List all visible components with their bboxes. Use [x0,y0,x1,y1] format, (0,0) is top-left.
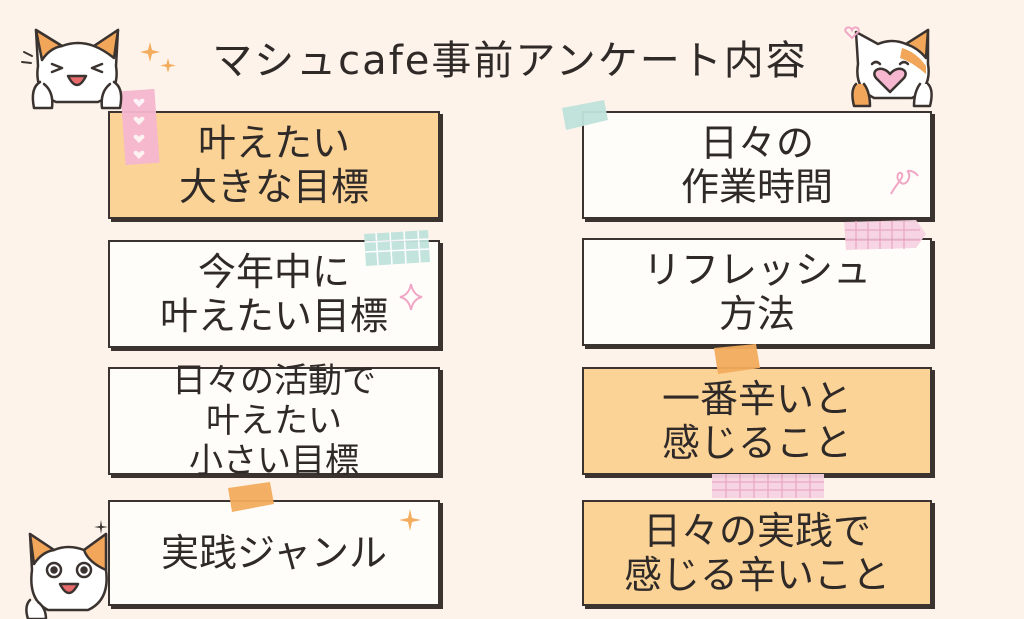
orange-tape-mid [714,344,760,374]
card-large-goal: 叶えたい 大きな目標 [108,111,440,219]
card-hardest-thing: 一番辛いと 感じること [582,367,932,475]
sparkle-icon [94,520,108,534]
card-label: 今年中に 叶えたい目標 [159,250,388,338]
card-label: リフレッシュ 方法 [642,248,871,336]
card-refresh-method: リフレッシュ 方法 [582,238,932,346]
card-label: 実践ジャンル [160,531,388,575]
card-small-goal: 日々の活動で 叶えたい 小さい目標 [108,361,440,481]
orange-tape-left [228,482,274,512]
heart-icon [844,26,860,40]
sparkle-icon [140,42,176,73]
cat-excited-icon [21,28,123,110]
card-daily-practice-hardship: 日々の実践で 感じる辛いこと [582,500,932,606]
cat-laughing-icon [25,532,108,619]
card-label: 日々の 作業時間 [680,121,833,209]
sparkle-icon [399,509,421,531]
mint-tape-top [562,100,608,130]
pink-heart-tape [120,88,160,166]
card-label: 日々の実践で 感じる辛いこと [623,509,890,597]
pink-grid-tape-right [844,220,926,250]
card-daily-work-time: 日々の 作業時間 [582,111,932,219]
pink-grid-tape-bottom [712,474,824,498]
star-outline-icon [399,283,423,311]
card-label: 日々の活動で 叶えたい 小さい目標 [172,361,376,481]
cat-heart-icon [844,26,933,108]
card-practice-genre: 実践ジャンル [108,500,440,606]
page-title: マシュcafe事前アンケート内容 [212,38,808,84]
card-label: 叶えたい 大きな目標 [178,121,369,209]
mint-grid-tape [364,230,430,266]
card-label: 一番辛いと 感じること [661,377,852,465]
swirl-icon [890,169,919,195]
